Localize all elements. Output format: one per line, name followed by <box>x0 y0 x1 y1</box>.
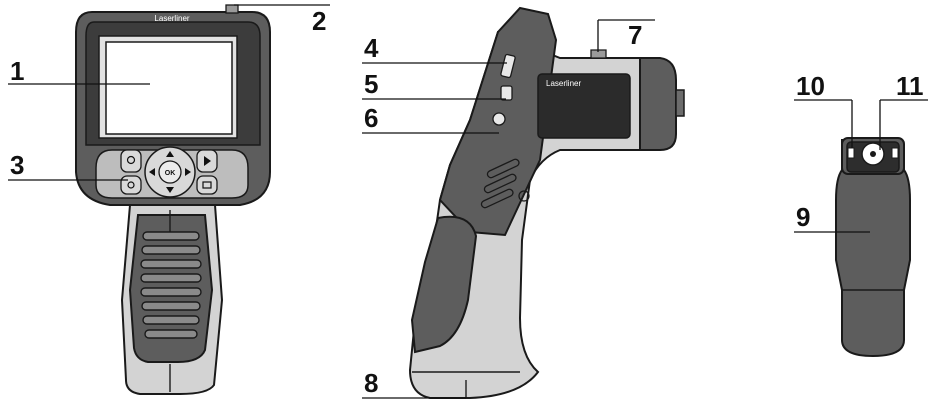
callout-6: 6 <box>364 103 378 133</box>
power-icon <box>126 155 136 165</box>
callout-7: 7 <box>628 20 642 50</box>
led-left <box>847 147 855 159</box>
side-view: Laserliner <box>408 6 685 399</box>
camera-icon <box>202 181 212 189</box>
callout-numbers: 1 2 3 4 5 6 7 8 9 10 11 <box>10 6 924 398</box>
grip-ribs <box>140 231 202 339</box>
callout-4: 4 <box>364 33 379 63</box>
camera-head-view <box>835 137 911 358</box>
brand-logo: Laserliner <box>154 14 189 23</box>
side-vents <box>480 158 520 209</box>
top-connector <box>225 4 239 14</box>
camera-mount <box>590 49 607 59</box>
arrow-right-icon <box>185 168 191 176</box>
callout-2: 2 <box>312 6 326 36</box>
callout-5: 5 <box>364 69 378 99</box>
ok-button[interactable] <box>158 160 182 184</box>
callout-8: 8 <box>364 368 378 398</box>
led-right <box>891 147 899 159</box>
sd-card-slot[interactable] <box>500 53 516 79</box>
arrow-up-icon <box>166 151 174 157</box>
light-button[interactable] <box>120 175 142 195</box>
play-icon <box>204 156 211 166</box>
camera-head-body <box>835 139 911 358</box>
callout-10: 10 <box>796 71 825 101</box>
camera-button[interactable] <box>196 175 218 195</box>
camera-tip <box>675 89 685 117</box>
callout-1: 1 <box>10 56 24 86</box>
type-label <box>537 73 631 139</box>
side-cap <box>639 57 677 151</box>
ok-label: OK <box>165 170 176 177</box>
side-grip-insert <box>410 215 478 354</box>
light-icon <box>127 181 135 189</box>
screen <box>105 41 233 135</box>
av-output[interactable] <box>492 112 506 126</box>
menu-button[interactable] <box>120 149 142 173</box>
callout-3: 3 <box>10 150 24 180</box>
callout-9: 9 <box>796 202 810 232</box>
arrow-down-icon <box>166 187 174 193</box>
callout-11: 11 <box>896 71 924 101</box>
leader-lines <box>8 4 928 399</box>
label-brand: Laserliner <box>546 79 581 88</box>
arrow-left-icon <box>149 168 155 176</box>
front-view: Laserliner OK <box>75 4 271 395</box>
usb-port[interactable] <box>500 85 513 101</box>
